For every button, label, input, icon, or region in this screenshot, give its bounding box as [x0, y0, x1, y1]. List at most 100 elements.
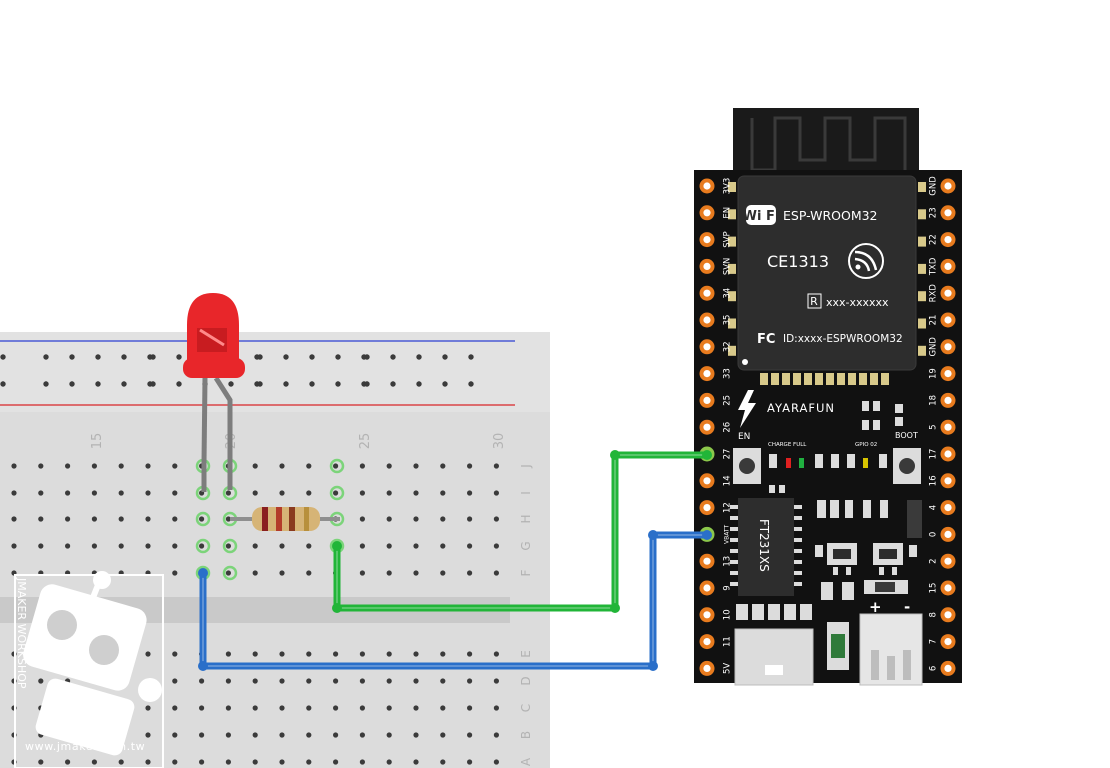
breadboard-hole	[145, 543, 151, 549]
breadboard-hole	[11, 543, 17, 549]
pin-label-right: 8	[929, 612, 939, 617]
breadboard-hole	[38, 516, 44, 522]
pin-label-left: 9	[723, 585, 733, 590]
header-pin-hole	[703, 557, 711, 565]
wires	[198, 450, 712, 671]
pin-label-right: 4	[929, 505, 939, 510]
breadboard-hole	[279, 705, 285, 711]
pin-label-right: TXD	[929, 257, 939, 276]
rail-hole	[257, 354, 263, 360]
breadboard-hole	[306, 705, 312, 711]
breadboard-hole	[440, 516, 446, 522]
pin-label-right: RXD	[929, 284, 939, 303]
breadboard-hole	[493, 759, 499, 765]
breadboard-hole	[413, 732, 419, 738]
breadboard-hole	[467, 678, 473, 684]
rail-hole	[43, 381, 49, 387]
rail-hole	[121, 354, 127, 360]
breadboard-hole	[38, 463, 44, 469]
breadboard-hole	[413, 463, 419, 469]
breadboard-hole	[306, 732, 312, 738]
breadboard-hole	[145, 732, 151, 738]
resistor-band-tolerance	[304, 507, 309, 531]
breadboard-hole	[11, 463, 17, 469]
breadboard-hole	[252, 651, 258, 657]
watermark-side-text: JMAKER WORKSHOP	[15, 577, 28, 689]
breadboard-hole	[279, 759, 285, 765]
breadboard-hole	[493, 543, 499, 549]
breadboard-hole	[440, 759, 446, 765]
breadboard-hole	[467, 732, 473, 738]
wifi-logo-text: Wi Fi	[743, 209, 780, 224]
header-pin-hole	[703, 477, 711, 485]
pin-label-left: 12	[723, 502, 733, 513]
connected-hole	[195, 511, 211, 527]
breadboard-hole	[65, 463, 71, 469]
breadboard-hole	[333, 705, 339, 711]
breadboard-hole	[11, 516, 17, 522]
resistor-band-3	[289, 507, 295, 531]
breadboard-hole	[386, 705, 392, 711]
rail-hole	[283, 354, 289, 360]
breadboard-hole	[440, 570, 446, 576]
rail-hole	[442, 381, 448, 387]
column-number: 25	[358, 433, 373, 450]
r-mark-box	[807, 293, 822, 309]
header-pin-hole	[944, 209, 952, 217]
breadboard-hole	[359, 516, 365, 522]
header-pin-hole	[944, 477, 952, 485]
breadboard-hole	[252, 759, 258, 765]
module-pad	[782, 373, 790, 385]
module-pad	[918, 236, 926, 247]
module-pad	[918, 182, 926, 192]
module-pad	[918, 318, 926, 329]
module-pad	[918, 263, 926, 274]
header-pin-hole	[703, 370, 711, 378]
rail-hole	[0, 381, 6, 387]
breadboard-hole	[467, 705, 473, 711]
rail-hole	[176, 381, 182, 387]
header-pin-hole	[703, 289, 711, 297]
breadboard-hole	[91, 543, 97, 549]
breadboard-hole	[91, 759, 97, 765]
breadboard-hole	[91, 490, 97, 496]
breadboard-hole	[467, 651, 473, 657]
rail-hole	[69, 381, 75, 387]
watermark-url: www.jmaker.com.tw	[25, 740, 145, 753]
rail-hole	[121, 381, 127, 387]
breadboard-hole	[279, 651, 285, 657]
capacitor-row	[736, 604, 812, 620]
led-rim	[183, 358, 245, 378]
header-pin-hole	[703, 638, 711, 646]
connected-hole	[195, 538, 211, 554]
breadboard-hole	[118, 516, 124, 522]
esp32-board: Wi Fi ESP-WROOM32 CE1313 R xxx-xxxxxx FC…	[694, 108, 962, 686]
breadboard-hole	[386, 732, 392, 738]
rail-hole	[257, 381, 263, 387]
led-reflection	[199, 328, 225, 347]
breadboard-hole	[386, 516, 392, 522]
row-letter: C	[519, 704, 533, 712]
ft231xs-chip	[738, 498, 794, 596]
row-letter: B	[519, 731, 533, 739]
row-letter: F	[519, 569, 533, 576]
header-pin-hole	[703, 343, 711, 351]
resistor	[230, 507, 340, 531]
module-pad	[826, 373, 834, 385]
pin-label-right: 18	[929, 395, 939, 406]
rail-hole	[335, 381, 341, 387]
breadboard-hole	[225, 570, 231, 576]
header-pin-hole	[703, 209, 711, 217]
header-pin-hole	[703, 611, 711, 619]
fc-mark: FC	[757, 332, 775, 347]
rail-hole	[364, 354, 370, 360]
breadboard-hole	[65, 759, 71, 765]
battery-pin-3	[903, 650, 911, 680]
header-pin-hole	[944, 611, 952, 619]
module-pad	[728, 291, 736, 302]
header-pin-hole	[703, 236, 711, 244]
rail-hole	[150, 381, 156, 387]
breadboard-hole	[252, 732, 258, 738]
breadboard-hole	[118, 759, 124, 765]
connected-hole	[329, 458, 345, 474]
